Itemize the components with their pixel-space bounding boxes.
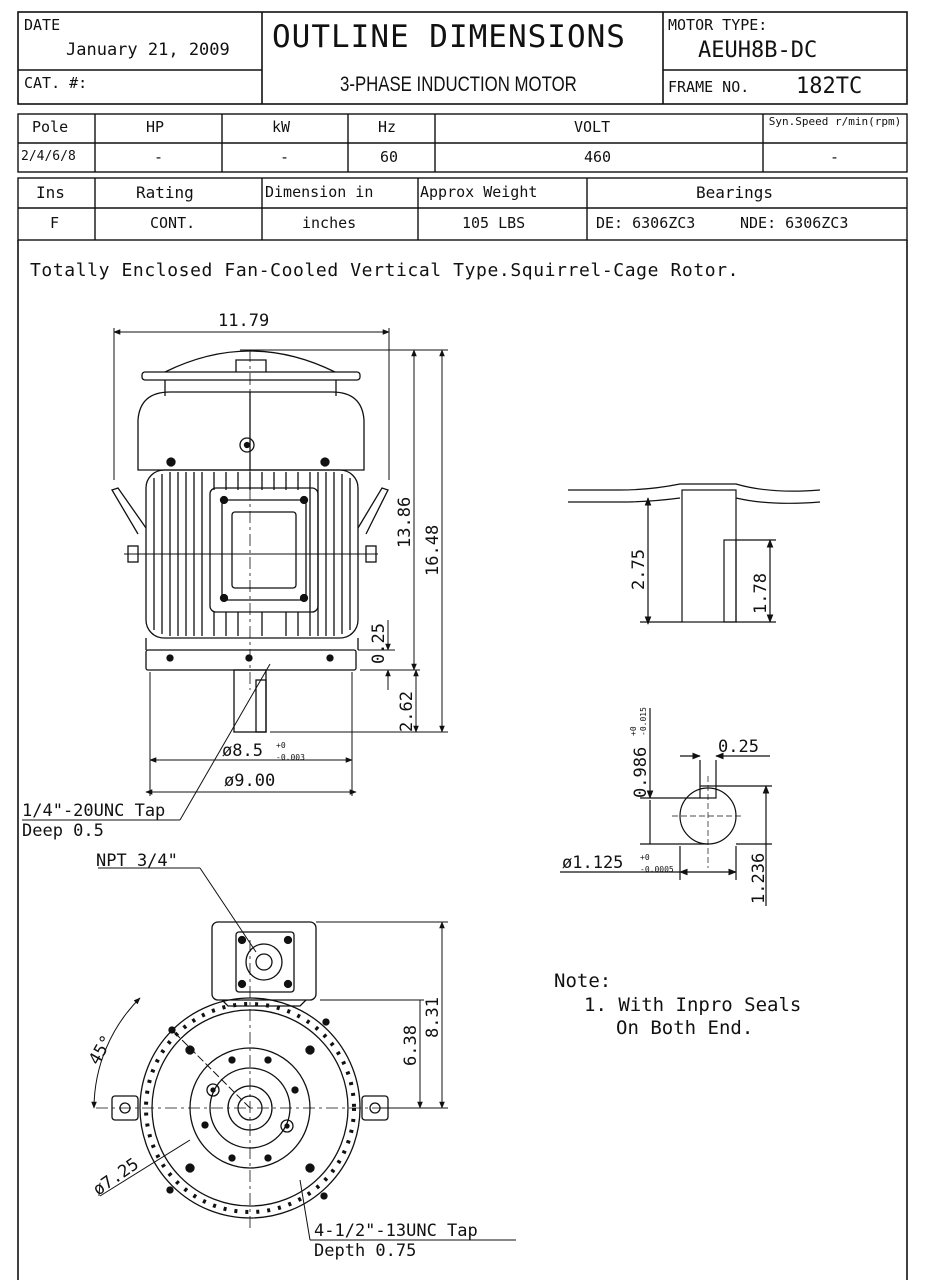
dim-bolt-tap-line1: 4-1/2"-13UNC Tap <box>314 1221 478 1241</box>
spec1-header-hp: HP <box>146 118 165 136</box>
spec2-value-ins: F <box>50 214 60 232</box>
dim-tap-note-line2: Deep 0.5 <box>22 821 104 841</box>
title-block-grid <box>17 11 908 105</box>
frame-label: FRAME NO. <box>668 78 750 96</box>
motor-type-value: AEUH8B-DC <box>698 38 818 63</box>
spec1-header-kw: kW <box>272 118 291 136</box>
spec2-value-rating: CONT. <box>150 214 196 232</box>
shaft-section-view <box>560 708 772 906</box>
dim-conduit-height-2: 8.31 <box>423 997 443 1038</box>
dim-shaft-key-depth: 0.986 <box>631 747 651 798</box>
shaft-key-side-view <box>568 483 821 625</box>
motor-elevation-view <box>111 350 389 733</box>
spec2-value-nde-bearing: NDE: 6306ZC3 <box>740 214 849 232</box>
plan-dimension-lines <box>91 867 516 1241</box>
drawing-frame <box>17 240 908 1280</box>
frame-value: 182TC <box>796 74 863 99</box>
spec2-header-dimension: Dimension in <box>265 183 374 201</box>
spec1-header-synspeed: Syn.Speed r/min(rpm) <box>768 115 902 128</box>
spec2-header-rating: Rating <box>136 183 194 202</box>
spec1-header-volt: VOLT <box>574 118 611 136</box>
dim-npt: NPT 3/4" <box>96 851 178 871</box>
dim-flange-thickness: 0.25 <box>369 623 389 664</box>
motor-description: Totally Enclosed Fan-Cooled Vertical Typ… <box>30 260 740 281</box>
dim-bolt-circle: ø7.25 <box>89 1154 142 1200</box>
page-title: OUTLINE DIMENSIONS <box>272 19 626 55</box>
spec1-value-synspeed: - <box>830 148 840 166</box>
dim-height-motor: 13.86 <box>395 497 415 548</box>
dim-shaft-key-tol-upper: +0 <box>629 726 638 736</box>
note-title: Note: <box>554 970 612 992</box>
spec2-header-bearings: Bearings <box>696 183 774 202</box>
dim-tap-note-line1: 1/4"-20UNC Tap <box>22 801 165 821</box>
dim-shaft-key-height: 1.236 <box>749 853 769 904</box>
dim-shaft-tol-upper: +0 <box>640 853 650 862</box>
dim-shaft-extension: 2.62 <box>397 691 417 732</box>
spec1-value-pole: 2/4/6/8 <box>21 149 76 164</box>
dim-flange-diameter: ø9.00 <box>224 771 275 791</box>
spec2-header-weight: Approx Weight <box>420 183 538 201</box>
spec2-value-de-bearing: DE: 6306ZC3 <box>596 214 696 232</box>
spec-table-1-grid <box>17 113 908 173</box>
dim-bolt-tap-line2: Depth 0.75 <box>314 1241 416 1261</box>
dim-shaft-key-tol-lower: -0.015 <box>639 707 648 736</box>
motor-type-label: MOTOR TYPE: <box>668 16 768 34</box>
spec2-header-ins: Ins <box>36 183 65 202</box>
dim-overall-width: 11.79 <box>218 311 269 331</box>
dim-key-length: 1.78 <box>751 573 771 614</box>
date-label: DATE <box>24 16 61 34</box>
dim-shaft-tol-lower: -0.0005 <box>640 865 674 874</box>
dim-shaft-diameter: ø1.125 <box>562 853 623 873</box>
spec2-value-dimension: inches <box>302 214 357 232</box>
page-subtitle: 3-PHASE INDUCTION MOTOR <box>340 73 577 96</box>
spec1-header-hz: Hz <box>378 118 397 136</box>
dim-pilot-tol-upper: +0 <box>276 741 286 750</box>
spec1-value-kw: - <box>280 148 290 166</box>
motor-plan-view <box>96 921 404 1228</box>
dim-pilot-diameter: ø8.5 <box>222 741 263 761</box>
note-line-2: On Both End. <box>616 1017 754 1039</box>
cat-label: CAT. #: <box>24 74 88 92</box>
dim-bolt-angle: 45° <box>85 1032 118 1069</box>
dim-key-length-total: 2.75 <box>629 549 649 590</box>
spec2-value-weight: 105 LBS <box>462 214 526 232</box>
dim-keyway-width: 0.25 <box>718 737 759 757</box>
elevation-dimension-lines <box>22 328 448 821</box>
spec1-value-volt: 460 <box>584 148 612 166</box>
note-line-1: 1. With Inpro Seals <box>584 994 802 1016</box>
spec1-header-pole: Pole <box>32 118 69 136</box>
dim-conduit-height-1: 6.38 <box>401 1025 421 1066</box>
date-value: January 21, 2009 <box>66 40 230 60</box>
spec-table-2-grid <box>17 177 908 241</box>
spec1-value-hz: 60 <box>380 148 399 166</box>
dim-pilot-tol-lower: -0.003 <box>276 753 305 762</box>
dim-height-total: 16.48 <box>423 525 443 576</box>
spec1-value-hp: - <box>154 148 164 166</box>
